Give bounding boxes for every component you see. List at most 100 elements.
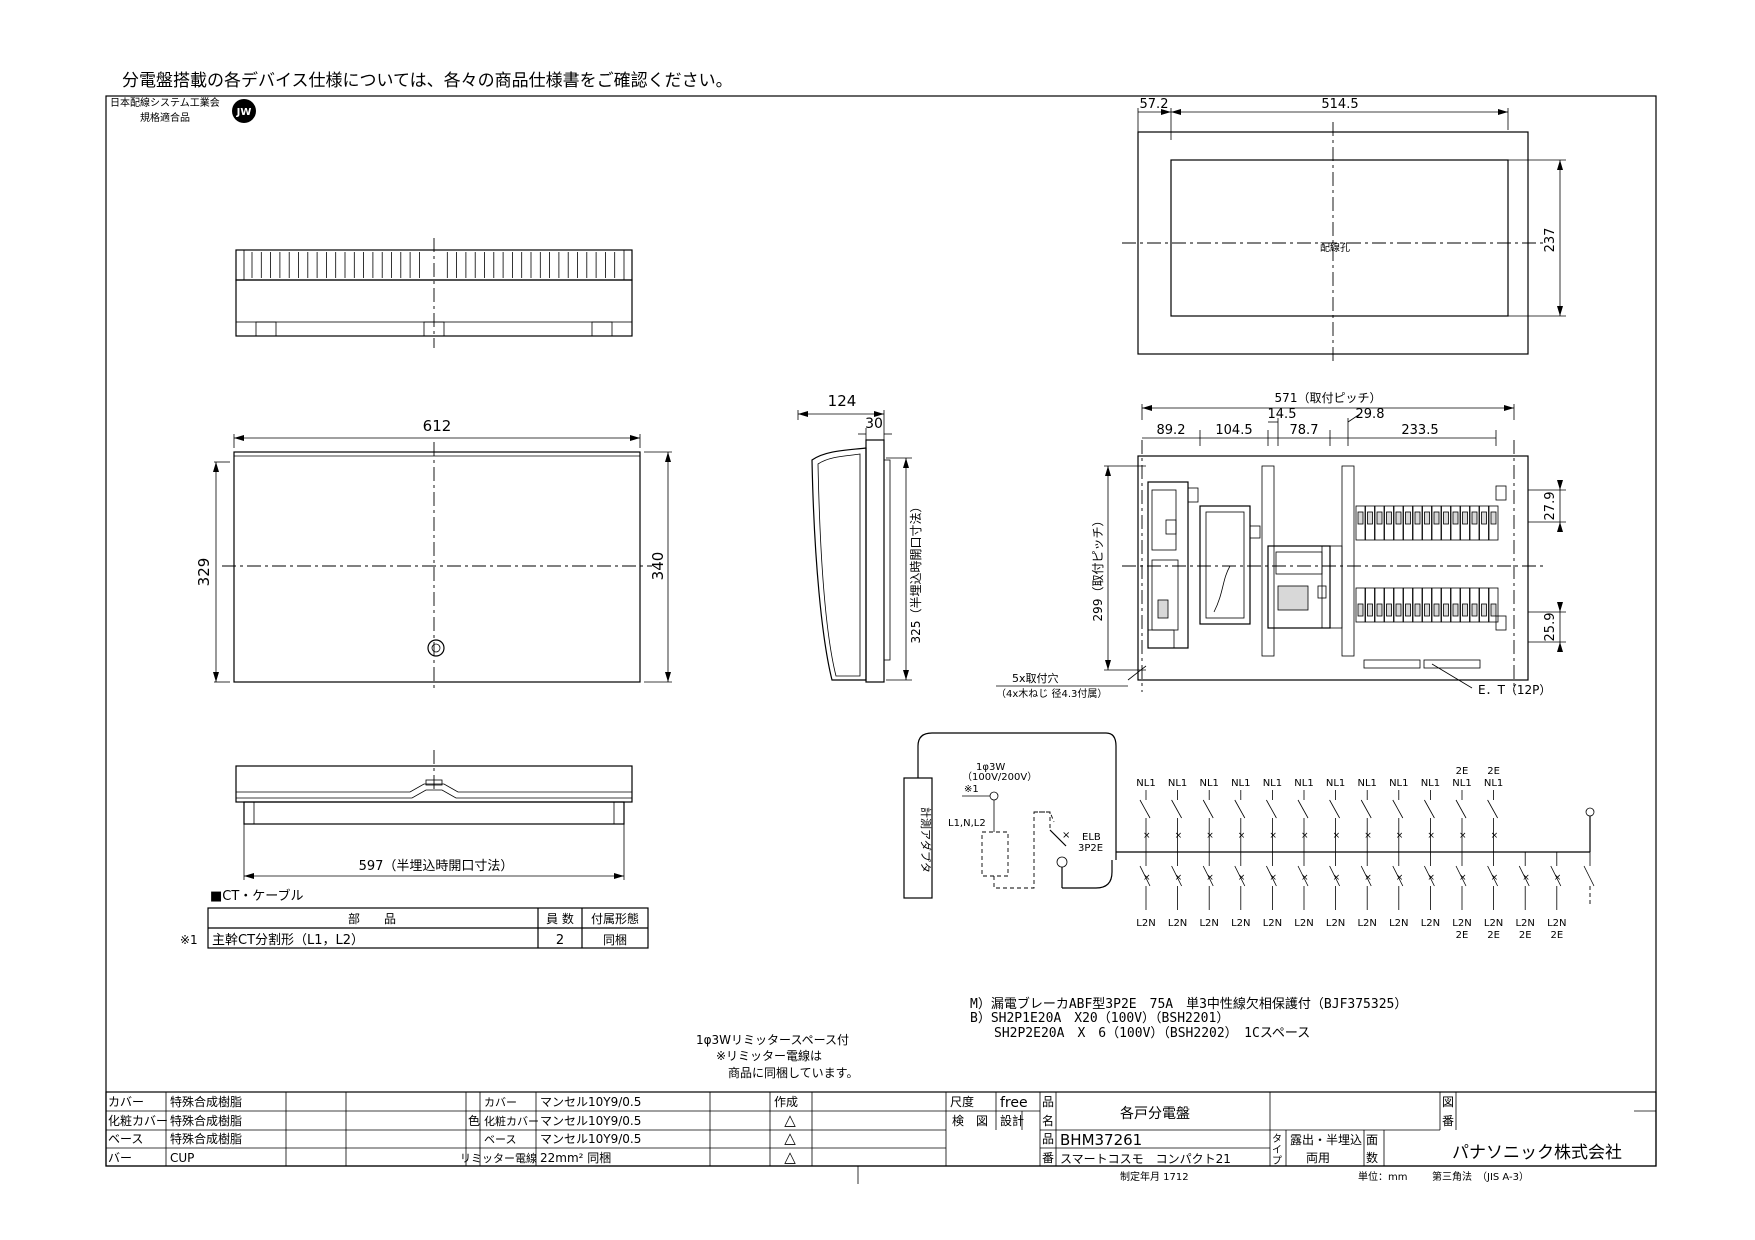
back-hole-label: 配線孔 xyxy=(1320,241,1350,254)
ct-row-part: 主幹CT分割形（L1，L2） xyxy=(212,932,364,948)
scale-value: free xyxy=(1000,1095,1028,1111)
dim-int-104: 104.5 xyxy=(1215,423,1252,438)
install-type-2: 両用 xyxy=(1306,1151,1330,1165)
dim-int-279: 27.9 xyxy=(1543,492,1558,521)
svg-text:×: × xyxy=(1333,831,1341,841)
dim-int-259: 25.9 xyxy=(1543,613,1558,642)
branch-bottom-2e: 2E xyxy=(1550,930,1563,941)
ct-mark-label: ※1 xyxy=(964,784,979,795)
svg-text:×: × xyxy=(1062,830,1070,841)
company-name: パナソニック株式会社 xyxy=(1452,1143,1622,1163)
svg-text:×: × xyxy=(1459,873,1467,883)
branch-top-label: NL1 xyxy=(1421,778,1440,789)
material-value: 特殊合成樹脂 xyxy=(170,1094,242,1109)
dim-front-width: 612 xyxy=(423,417,452,435)
projection-label: 第三角法 （JIS A-3） xyxy=(1432,1170,1529,1183)
branch-top-label: NL1 xyxy=(1294,778,1313,789)
branch-top-label: NL1 xyxy=(1263,778,1282,789)
mount-holes-1: 5x取付穴 xyxy=(1012,671,1059,685)
svg-text:×: × xyxy=(1206,831,1214,841)
type-label-1: タ xyxy=(1272,1133,1282,1145)
branch-bottom-label: L2N xyxy=(1452,918,1471,929)
svg-text:×: × xyxy=(1364,831,1372,841)
color-part: 化粧カバー xyxy=(484,1114,539,1128)
name-label-2: 名 xyxy=(1042,1113,1054,1128)
svg-text:×: × xyxy=(1427,831,1435,841)
color-value: 22mm² 同梱 xyxy=(540,1151,611,1165)
dim-back-237: 237 xyxy=(1543,228,1558,253)
limiter-note-2: ※リミッター電線は xyxy=(716,1048,822,1063)
svg-text:×: × xyxy=(1269,873,1277,883)
material-part: バー xyxy=(108,1151,132,1165)
date-label: 制定年月 1712 xyxy=(1120,1170,1189,1183)
branch-top-2e: 2E xyxy=(1487,766,1500,777)
svg-text:×: × xyxy=(1554,873,1562,883)
dim-side-30: 30 xyxy=(865,416,883,432)
face-count-1: 面 xyxy=(1366,1133,1378,1147)
branch-top-label: NL1 xyxy=(1389,778,1408,789)
dim-bottom-597: 597（半埋込時開口寸法） xyxy=(359,859,514,874)
dim-int-298: 29.8 xyxy=(1356,407,1385,422)
drawing-label-1: 図 xyxy=(1442,1095,1454,1109)
mount-holes-2: （4x木ねじ 径4.3付属） xyxy=(996,687,1107,700)
ct-cable-table: ■CT・ケーブル 部 品 員 数 付属形態 ※1 主幹CT分割形（L1，L2） … xyxy=(180,888,649,949)
drawing-frame xyxy=(105,95,1657,1167)
drawing-label-2: 番 xyxy=(1442,1114,1454,1128)
check-label: 検 図 xyxy=(952,1114,988,1128)
revision-header: 作成 xyxy=(774,1095,798,1109)
number-label-1: 品 xyxy=(1042,1132,1054,1146)
model-number: BHM37261 xyxy=(1060,1131,1142,1149)
series-name: スマートコスモ コンパクト21 xyxy=(1060,1152,1231,1166)
dim-int-571: 571（取付ピッチ） xyxy=(1275,391,1382,405)
material-part: カバー xyxy=(108,1095,144,1109)
branch-bottom-label: L2N xyxy=(1389,918,1408,929)
svg-text:×: × xyxy=(1491,831,1499,841)
ct-header-qty: 員 数 xyxy=(546,911,574,926)
revision-mark: △ xyxy=(784,1148,796,1166)
type-label-3: プ xyxy=(1272,1155,1282,1167)
elb-type-label: 3P2E xyxy=(1078,843,1103,854)
dim-side-325: 325（半埋込時開口寸法） xyxy=(909,501,923,644)
branch-top-label: NL1 xyxy=(1326,778,1345,789)
dim-int-2335: 233.5 xyxy=(1401,423,1438,438)
limiter-note-1: 1φ3Wリミッタースペース付 xyxy=(696,1033,849,1047)
elb-label: ELB xyxy=(1082,832,1101,843)
svg-text:×: × xyxy=(1396,831,1404,841)
material-value: 特殊合成樹脂 xyxy=(170,1113,242,1128)
material-value: 特殊合成樹脂 xyxy=(170,1131,242,1146)
material-part: ベース xyxy=(108,1132,143,1146)
branch-bottom-label: L2N xyxy=(1515,918,1534,929)
branch-top-label: NL1 xyxy=(1136,778,1155,789)
branch-bottom-label: L2N xyxy=(1231,918,1250,929)
internal-view: 571（取付ピッチ） 89.2 104.5 14.5 78.7 29.8 233… xyxy=(996,391,1566,700)
et-label: E．T（12P） xyxy=(1478,683,1551,697)
svg-text:×: × xyxy=(1175,831,1183,841)
branch-bottom-label: L2N xyxy=(1547,918,1566,929)
branch-bottom-2e: 2E xyxy=(1456,930,1469,941)
supply-label: 1φ3W xyxy=(976,762,1005,773)
cert-line2: 規格適合品 xyxy=(140,111,190,124)
revision-mark: △ xyxy=(784,1129,796,1147)
svg-text:×: × xyxy=(1459,831,1467,841)
design-label: 設計 xyxy=(1000,1113,1024,1128)
branch-bottom-label: L2N xyxy=(1263,918,1282,929)
ct-row-qty: 2 xyxy=(556,933,564,948)
branch-top-2e: 2E xyxy=(1456,766,1469,777)
svg-text:×: × xyxy=(1301,873,1309,883)
branch-bottom-label: L2N xyxy=(1357,918,1376,929)
svg-text:×: × xyxy=(1238,873,1246,883)
dim-int-145: 14.5 xyxy=(1268,407,1297,422)
branch-bottom-2e: 2E xyxy=(1487,930,1500,941)
limiter-note-3: 商品に同梱しています。 xyxy=(728,1065,858,1080)
color-label: 色 xyxy=(468,1114,480,1128)
ct-row-mark: ※1 xyxy=(180,933,198,947)
svg-text:×: × xyxy=(1364,873,1372,883)
dim-int-299: 299（取付ピッチ） xyxy=(1091,515,1105,622)
dim-side-depth: 124 xyxy=(828,392,857,410)
svg-text:×: × xyxy=(1301,831,1309,841)
voltage-label: （100V/200V） xyxy=(962,771,1037,783)
color-value: マンセル10Y9/0.5 xyxy=(540,1132,641,1146)
svg-text:×: × xyxy=(1206,873,1214,883)
color-part: ベース xyxy=(484,1133,516,1146)
